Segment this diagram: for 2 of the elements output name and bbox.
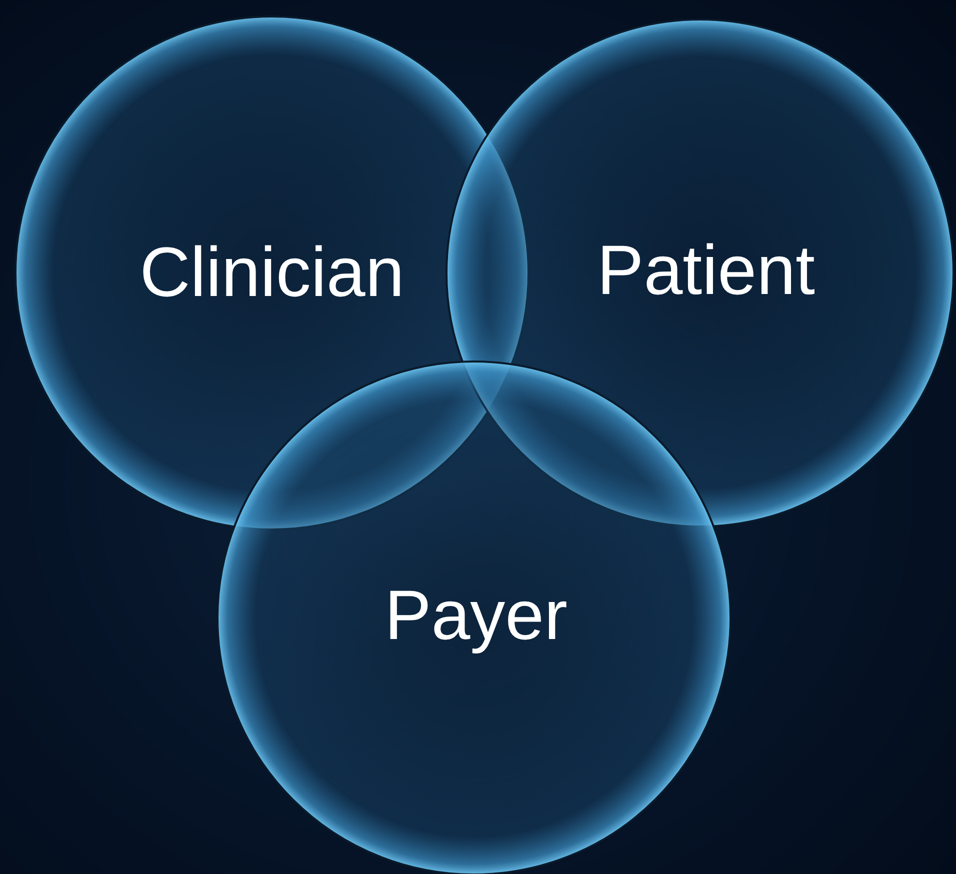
circle-label: Patient — [597, 235, 815, 305]
circle-label: Clinician — [140, 237, 404, 307]
